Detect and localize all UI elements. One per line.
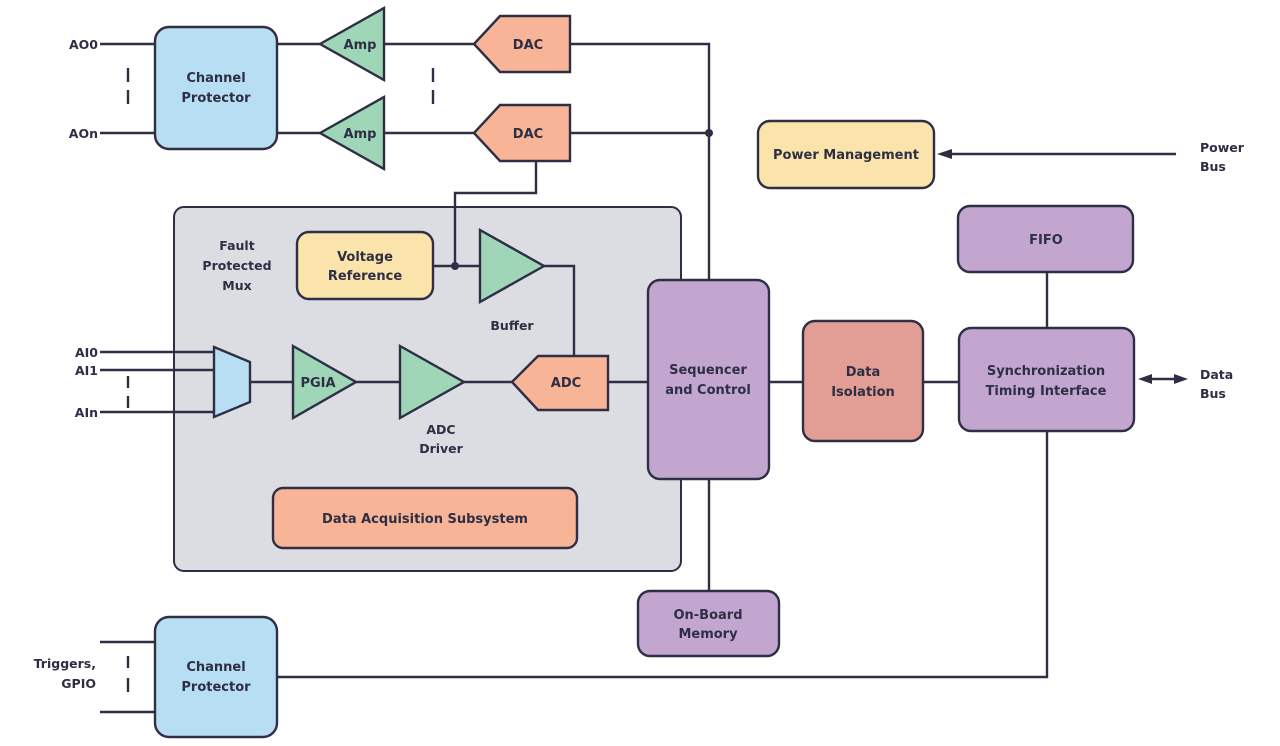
adc[interactable]: ADC: [510, 354, 610, 412]
svg-text:Power Management: Power Management: [773, 148, 919, 163]
signal-aon: AOn: [69, 126, 98, 141]
fault-mux-label-3: Mux: [222, 278, 251, 293]
wire-dac-vref: [453, 153, 538, 266]
data-acquisition-subsystem[interactable]: Data Acquisition Subsystem: [271, 486, 579, 550]
junction-dot-dac: [705, 129, 713, 137]
svg-text:DAC: DAC: [513, 127, 543, 142]
sequencer-and-control[interactable]: Sequencer and Control: [646, 278, 771, 481]
fault-mux-label-1: Fault: [219, 238, 254, 253]
adc-driver-label-1: ADC: [426, 422, 455, 437]
svg-text:Voltage: Voltage: [337, 250, 393, 265]
amp-bottom[interactable]: Amp: [317, 94, 386, 172]
buffer-label: Buffer: [490, 318, 534, 333]
on-board-memory[interactable]: On-Board Memory: [636, 589, 781, 658]
svg-text:Reference: Reference: [328, 269, 402, 284]
data-bus-label-2: Bus: [1200, 386, 1226, 401]
svg-text:FIFO: FIFO: [1029, 233, 1063, 248]
wire-buffer-adc: [544, 264, 576, 356]
svg-text:Sequencer: Sequencer: [669, 363, 747, 378]
svg-text:Data: Data: [846, 365, 881, 380]
arrowhead-data-bus-left: [1138, 374, 1152, 384]
svg-text:Synchronization: Synchronization: [987, 364, 1105, 379]
power-bus-label: Power: [1200, 140, 1245, 155]
svg-text:Amp: Amp: [344, 127, 377, 142]
fault-mux-label-2: Protected: [202, 258, 271, 273]
svg-text:Isolation: Isolation: [831, 385, 895, 400]
adc-driver[interactable]: [398, 343, 467, 421]
buffer[interactable]: [478, 227, 547, 305]
amp-top[interactable]: Amp: [317, 5, 386, 83]
power-bus-label-2: Bus: [1200, 159, 1226, 174]
svg-text:Memory: Memory: [678, 627, 738, 642]
svg-text:Amp: Amp: [344, 38, 377, 53]
signal-ai1: AI1: [75, 363, 98, 378]
svg-text:Channel: Channel: [186, 71, 245, 86]
arrowhead-data-bus-right: [1174, 374, 1188, 384]
svg-text:Protector: Protector: [181, 91, 251, 106]
adc-driver-label-2: Driver: [419, 441, 463, 456]
data-isolation[interactable]: Data Isolation: [801, 319, 925, 443]
svg-text:ADC: ADC: [551, 376, 581, 391]
signal-ai0: AI0: [75, 345, 98, 360]
signal-triggers: Triggers,: [34, 656, 96, 671]
svg-text:Channel: Channel: [186, 660, 245, 675]
arrowhead-power-bus: [937, 149, 952, 159]
input-mux[interactable]: [212, 345, 252, 419]
ellipsis-marks: [126, 68, 435, 692]
data-bus-label: Data: [1200, 367, 1233, 382]
dac-top[interactable]: DAC: [472, 14, 572, 74]
svg-text:DAC: DAC: [513, 38, 543, 53]
junction-dot-vref: [451, 262, 459, 270]
svg-text:and Control: and Control: [665, 383, 751, 398]
signal-gpio: GPIO: [61, 676, 96, 691]
svg-text:Protector: Protector: [181, 680, 251, 695]
svg-text:Timing Interface: Timing Interface: [986, 384, 1107, 399]
signal-ao0: AO0: [69, 37, 98, 52]
dac-bottom[interactable]: DAC: [472, 103, 572, 163]
svg-text:Data Acquisition Subsystem: Data Acquisition Subsystem: [322, 512, 528, 527]
pgia[interactable]: PGIA: [291, 343, 359, 421]
synchronization-timing-interface[interactable]: Synchronization Timing Interface: [957, 326, 1136, 433]
wire-sync-trigger-protector: [277, 431, 1049, 679]
signal-ain: AIn: [75, 405, 98, 420]
channel-protector-top[interactable]: Channel Protector: [153, 25, 279, 151]
wire-dac-top-bus: [570, 42, 711, 280]
wires: [100, 42, 1188, 714]
voltage-reference[interactable]: Voltage Reference: [295, 230, 435, 301]
channel-protector-bottom[interactable]: Channel Protector: [153, 615, 279, 739]
power-management[interactable]: Power Management: [756, 119, 936, 190]
svg-text:PGIA: PGIA: [300, 376, 335, 391]
fifo[interactable]: FIFO: [956, 204, 1135, 274]
svg-text:On-Board: On-Board: [673, 608, 742, 623]
